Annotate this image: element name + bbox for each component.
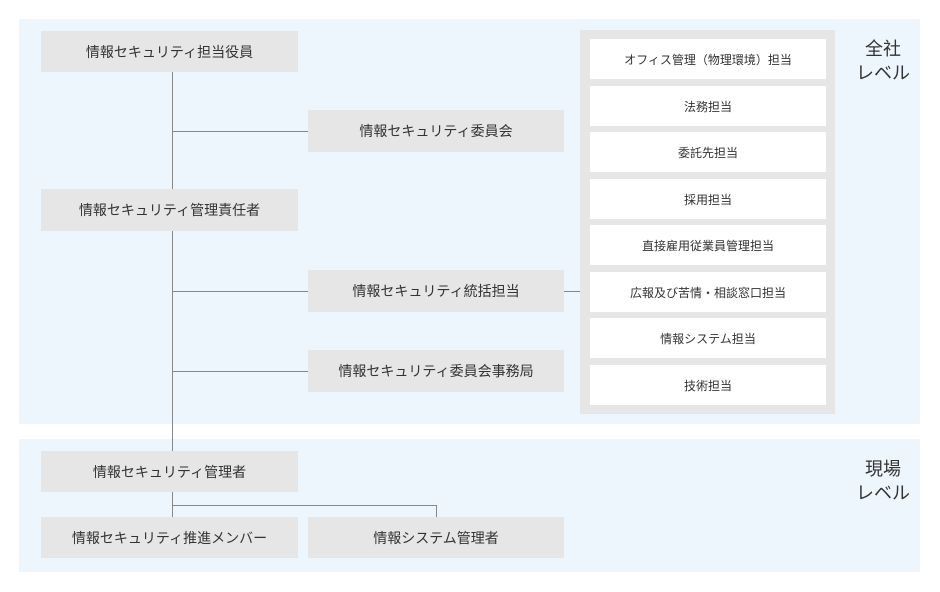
connector-system-admin: [436, 505, 437, 517]
connector-bottom-vertical: [172, 492, 173, 517]
connector-main-vertical: [172, 72, 173, 451]
department-item: 情報システム担当: [590, 318, 826, 358]
node-system-admin: 情報システム管理者: [308, 517, 564, 558]
company-level-line1: 全社: [865, 39, 901, 60]
connector-committee: [172, 131, 308, 132]
connector-general-manager: [172, 291, 308, 292]
node-committee: 情報セキュリティ委員会: [308, 110, 564, 152]
connector-committee-office: [172, 371, 308, 372]
node-manager-responsible: 情報セキュリティ管理責任者: [41, 189, 298, 231]
node-committee-office: 情報セキュリティ委員会事務局: [308, 350, 564, 392]
departments-panel: オフィス管理（物理環境）担当 法務担当 委託先担当 採用担当 直接雇用従業員管理…: [580, 30, 835, 414]
site-level-line2: レベル: [856, 483, 910, 504]
department-item: 法務担当: [590, 86, 826, 126]
connector-bottom-horizontal: [172, 505, 436, 506]
department-item: オフィス管理（物理環境）担当: [590, 39, 826, 79]
node-general-manager: 情報セキュリティ統括担当: [308, 270, 564, 312]
department-item: 技術担当: [590, 365, 826, 405]
department-item: 採用担当: [590, 179, 826, 219]
site-level-label: 現場 レベル: [850, 458, 916, 506]
department-item: 委託先担当: [590, 132, 826, 172]
node-executive: 情報セキュリティ担当役員: [41, 31, 298, 72]
company-level-label: 全社 レベル: [850, 38, 916, 86]
company-level-line2: レベル: [856, 63, 910, 84]
node-security-admin: 情報セキュリティ管理者: [41, 451, 298, 492]
node-promotion-member: 情報セキュリティ推進メンバー: [41, 517, 298, 558]
site-level-line1: 現場: [865, 459, 901, 480]
connector-departments: [564, 291, 580, 292]
department-item: 広報及び苦情・相談窓口担当: [590, 272, 826, 312]
department-item: 直接雇用従業員管理担当: [590, 225, 826, 265]
